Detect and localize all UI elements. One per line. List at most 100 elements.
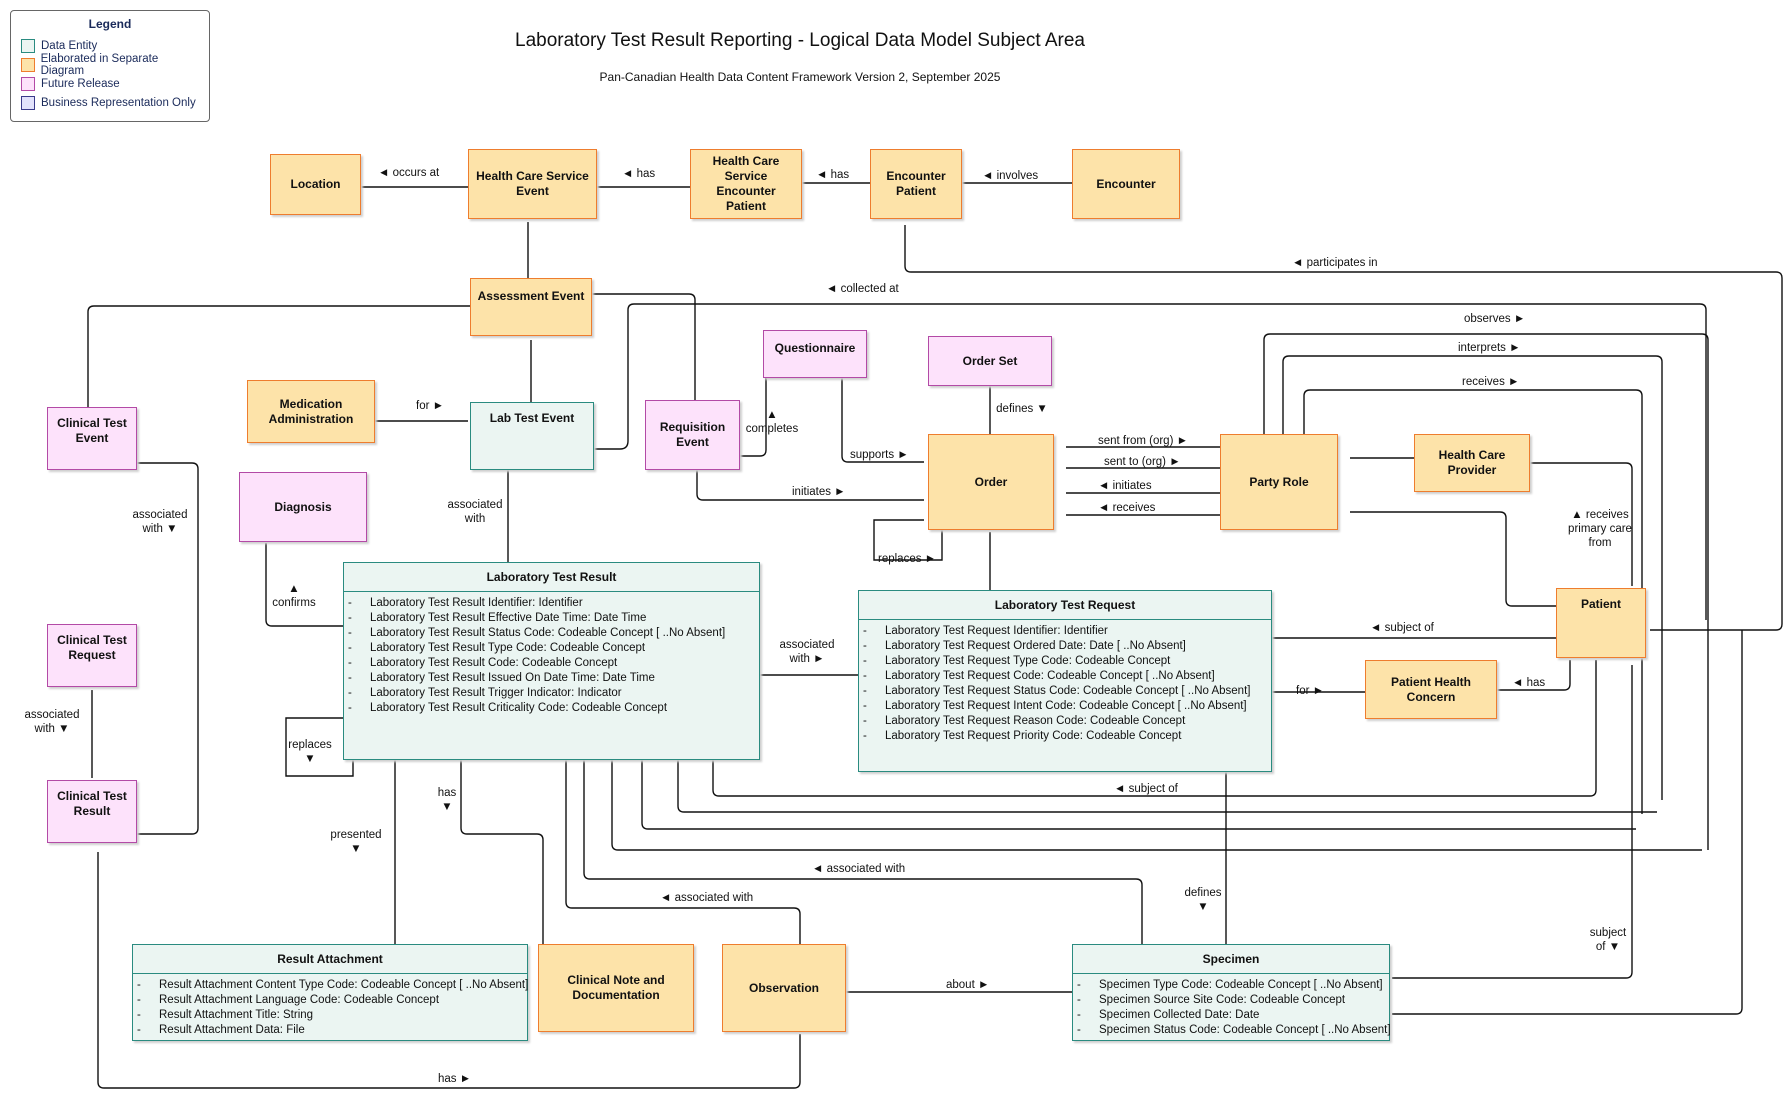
label-subject-of-bottom: ◄ subject of	[1114, 783, 1178, 795]
label-initiates-party-role: ◄ initiates	[1098, 480, 1152, 492]
attribute-list: Laboratory Test Result Identifier: Ident…	[344, 596, 759, 716]
line-result-observation	[565, 760, 801, 946]
entity-laboratory-test-request[interactable]: Laboratory Test Request Laboratory Test …	[858, 590, 1272, 772]
attribute: Laboratory Test Result Code: Codeable Co…	[344, 656, 759, 671]
box-questionnaire[interactable]: Questionnaire	[763, 330, 867, 378]
label-has-ep: ◄ has	[816, 169, 850, 181]
line-result-specimen	[583, 760, 1143, 946]
attribute: Specimen Type Code: Codeable Concept [ .…	[1073, 978, 1389, 993]
label-has-note: has ▼	[437, 787, 457, 813]
box-encounter-patient[interactable]: Encounter Patient	[870, 149, 962, 219]
label-associated-with-lte: associated with	[447, 499, 503, 525]
box-medication-administration[interactable]: Medication Administration	[247, 380, 375, 443]
legend-item-elaborated: Elaborated in Separate Diagram	[21, 52, 199, 77]
box-clinical-test-event[interactable]: Clinical Test Event	[47, 407, 137, 470]
legend-swatch-elaborated	[21, 57, 35, 72]
attribute: Specimen Status Code: Codeable Concept […	[1073, 1023, 1391, 1038]
attribute-list: Laboratory Test Request Identifier: Iden…	[859, 624, 1271, 744]
legend-label: Elaborated in Separate Diagram	[40, 52, 159, 77]
box-health-care-service-event[interactable]: Health Care Service Event	[468, 149, 597, 219]
entity-laboratory-test-result[interactable]: Laboratory Test Result Laboratory Test R…	[343, 562, 760, 760]
label-for-concern: for ►	[1296, 685, 1324, 697]
attribute: Laboratory Test Result Status Code: Code…	[344, 626, 759, 641]
attribute: Laboratory Test Request Identifier: Iden…	[859, 624, 1271, 639]
label-receives-primary-care-from: ▲ receives primary care from	[1568, 509, 1632, 549]
label-sent-to: sent to (org) ►	[1104, 456, 1181, 468]
entity-result-attachment[interactable]: Result Attachment Result Attachment Cont…	[132, 944, 528, 1041]
box-clinical-note-documentation[interactable]: Clinical Note and Documentation	[538, 944, 694, 1032]
box-diagnosis[interactable]: Diagnosis	[239, 472, 367, 542]
legend-label: Data Entity	[41, 39, 98, 52]
label-replaces-order: replaces ►	[878, 553, 937, 565]
diagram-subtitle: Pan-Canadian Health Data Content Framewo…	[599, 70, 1001, 84]
label-defines-orderset: defines ▼	[996, 403, 1048, 415]
box-hcs-encounter-patient[interactable]: Health Care Service Encounter Patient	[690, 149, 802, 219]
entity-specimen[interactable]: Specimen Specimen Type Code: Codeable Co…	[1072, 944, 1391, 1041]
legend: Legend Data Entity Elaborated in Separat…	[10, 10, 210, 122]
label-for-medication: for ►	[416, 400, 444, 412]
attribute-list: Specimen Type Code: Codeable Concept [ .…	[1073, 978, 1391, 1038]
attribute: Laboratory Test Request Priority Code: C…	[859, 729, 1271, 744]
label-observes: observes ►	[1464, 313, 1526, 325]
entity-title: Laboratory Test Request	[859, 591, 1271, 620]
line-result-loop-4	[611, 760, 1702, 851]
box-patient[interactable]: Patient	[1556, 588, 1646, 658]
attribute: Laboratory Test Result Trigger Indicator…	[344, 686, 759, 701]
label-has-concern: ◄ has	[1512, 677, 1546, 689]
entity-title: Result Attachment	[133, 945, 527, 974]
label-presented: presented ▼	[330, 829, 382, 855]
attribute: Laboratory Test Result Effective Date Ti…	[344, 611, 759, 626]
label-initiates-requisition: initiates ►	[792, 486, 846, 498]
box-encounter[interactable]: Encounter	[1072, 149, 1180, 219]
label-associated-with-observation: ◄ associated with	[660, 892, 754, 904]
label-confirms: ▲ confirms	[272, 583, 316, 609]
label-participates-in: ◄ participates in	[1292, 257, 1378, 269]
label-completes: ▲ completes	[745, 409, 799, 435]
attribute: Laboratory Test Result Criticality Code:…	[344, 701, 759, 716]
legend-swatch-business-representation	[21, 95, 35, 110]
box-location[interactable]: Location	[270, 154, 361, 215]
attribute: Specimen Collected Date: Date	[1073, 1008, 1389, 1023]
box-order-set[interactable]: Order Set	[928, 336, 1052, 386]
legend-swatch-data-entity	[21, 38, 35, 53]
legend-item-data-entity: Data Entity	[21, 36, 199, 55]
entity-title: Laboratory Test Result	[344, 563, 759, 592]
label-defines-specimen: defines ▼	[1184, 887, 1222, 913]
label-sent-from: sent from (org) ►	[1098, 435, 1188, 447]
attribute: Laboratory Test Result Type Code: Codeab…	[344, 641, 759, 656]
box-order[interactable]: Order	[928, 434, 1054, 530]
box-health-care-provider[interactable]: Health Care Provider	[1414, 434, 1530, 492]
legend-swatch-future-release	[21, 76, 35, 91]
attribute: Result Attachment Data: File	[133, 1023, 527, 1038]
label-subject-of-specimen: subject of ▼	[1589, 927, 1627, 953]
attribute: Result Attachment Title: String	[133, 1008, 527, 1023]
label-associated-with-cte: associated with ▼	[132, 509, 188, 535]
box-patient-health-concern[interactable]: Patient Health Concern	[1365, 660, 1497, 719]
attribute: Laboratory Test Request Reason Code: Cod…	[859, 714, 1271, 729]
line-result-note	[460, 760, 544, 946]
label-receives-top: receives ►	[1462, 376, 1520, 388]
attribute: Laboratory Test Result Issued On Date Ti…	[344, 671, 759, 686]
label-collected-at: ◄ collected at	[826, 283, 899, 295]
box-requisition-event[interactable]: Requisition Event	[645, 400, 740, 470]
line-participates-in	[904, 225, 1783, 631]
box-clinical-test-request[interactable]: Clinical Test Request	[47, 624, 137, 687]
attribute: Result Attachment Language Code: Codeabl…	[133, 993, 527, 1008]
label-subject-of-patient: ◄ subject of	[1370, 622, 1434, 634]
box-clinical-test-result[interactable]: Clinical Test Result	[47, 780, 137, 843]
label-receives-party-role: ◄ receives	[1098, 502, 1156, 514]
label-has-hcs: ◄ has	[622, 168, 656, 180]
label-occurs-at: ◄ occurs at	[378, 167, 440, 179]
label-about: about ►	[946, 979, 990, 991]
attribute: Laboratory Test Result Identifier: Ident…	[344, 596, 759, 611]
label-associated-with-request: associated with ►	[779, 639, 835, 665]
box-observation[interactable]: Observation	[722, 944, 846, 1032]
box-party-role[interactable]: Party Role	[1220, 434, 1338, 530]
attribute-list: Result Attachment Content Type Code: Cod…	[133, 978, 528, 1038]
legend-label: Future Release	[41, 77, 120, 90]
box-lab-test-event[interactable]: Lab Test Event	[470, 402, 594, 470]
diagram-title: Laboratory Test Result Reporting - Logic…	[515, 30, 1085, 51]
label-has-ctr-observation: has ►	[438, 1073, 472, 1085]
attribute: Laboratory Test Request Code: Codeable C…	[859, 669, 1271, 684]
box-assessment-event[interactable]: Assessment Event	[470, 278, 592, 336]
